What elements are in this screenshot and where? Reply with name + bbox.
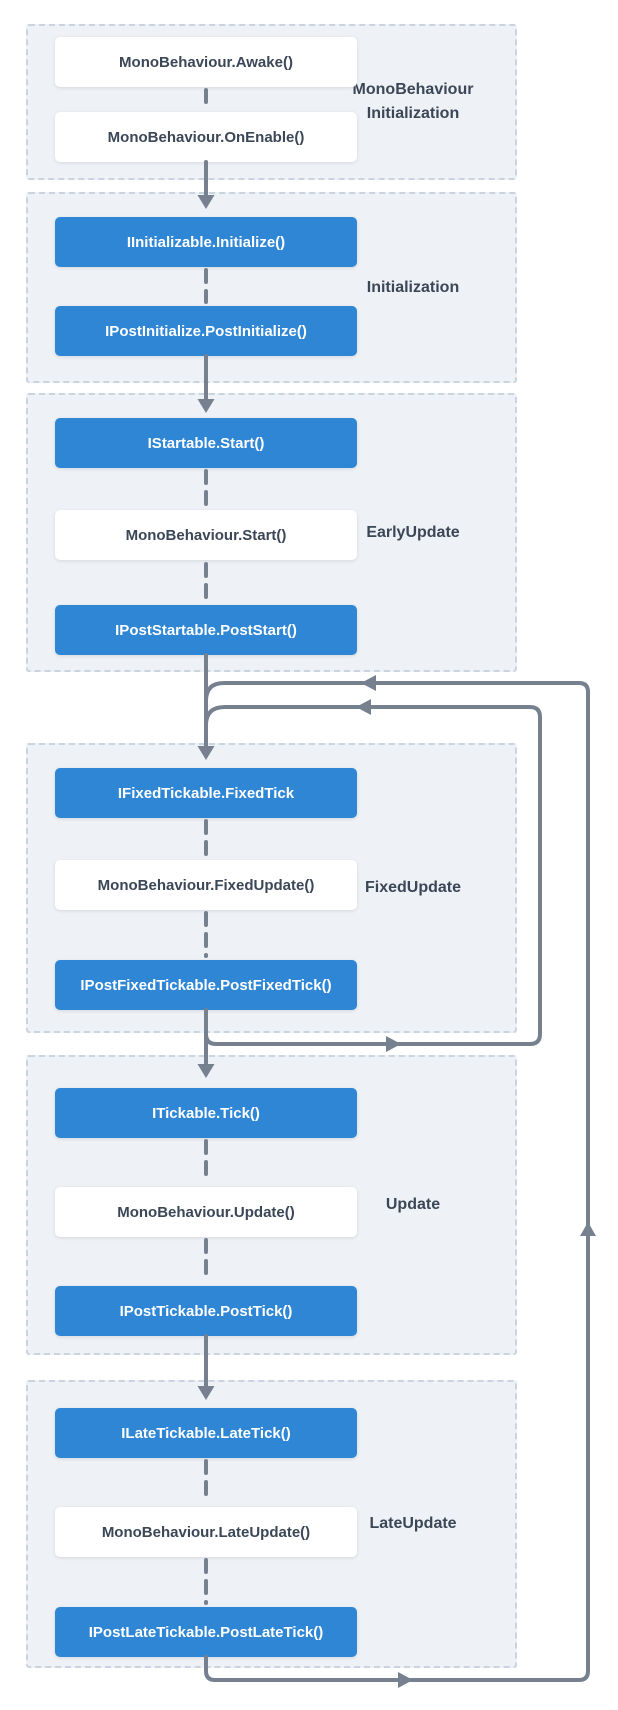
box-monobehaviour-start: MonoBehaviour.Start()	[55, 510, 357, 560]
box-startable-start: IStartable.Start()	[55, 418, 357, 468]
box-monobehaviour-lateupdate: MonoBehaviour.LateUpdate()	[55, 1507, 357, 1557]
box-postfixedtickable: IPostFixedTickable.PostFixedTick()	[55, 960, 357, 1010]
box-posttickable-posttick: IPostTickable.PostTick()	[55, 1286, 357, 1336]
section-label: Update	[385, 1196, 441, 1213]
box-latetickable-latetick: ILateTickable.LateTick()	[55, 1408, 357, 1458]
section-label: Initialization	[366, 278, 460, 296]
box-postinitialize: IPostInitialize.PostInitialize()	[55, 306, 357, 356]
box-monobehaviour-fixedupdate: MonoBehaviour.FixedUpdate()	[55, 860, 357, 910]
section-label: FixedUpdate	[364, 879, 461, 896]
section-label: LateUpdate	[369, 1515, 457, 1532]
box-postlatetickable: IPostLateTickable.PostLateTick()	[55, 1607, 357, 1657]
box-monobehaviour-update: MonoBehaviour.Update()	[55, 1187, 357, 1237]
box-monobehaviour-awake: MonoBehaviour.Awake()	[55, 37, 357, 87]
box-initializable-initialize: IInitializable.Initialize()	[55, 217, 357, 267]
section-label: MonoBehaviour Initialization	[352, 81, 474, 122]
section-label: EarlyUpdate	[366, 523, 460, 541]
box-poststartable-poststart: IPostStartable.PostStart()	[55, 605, 357, 655]
box-fixedtickable-fixedtick: IFixedTickable.FixedTick	[55, 768, 357, 818]
box-tickable-tick: ITickable.Tick()	[55, 1088, 357, 1138]
box-monobehaviour-onenable: MonoBehaviour.OnEnable()	[55, 112, 357, 162]
